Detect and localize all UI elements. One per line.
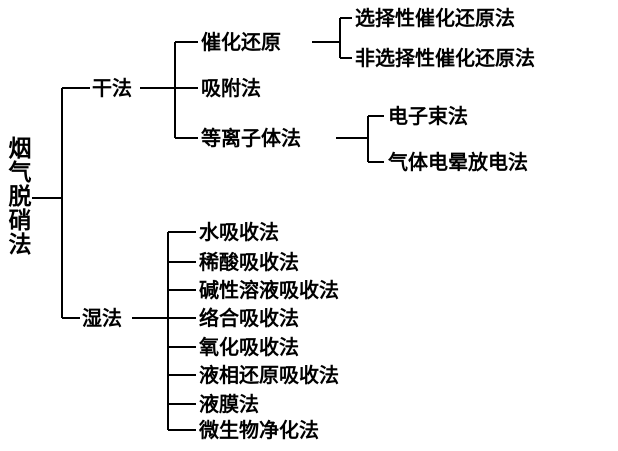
wet-child-8: 微生物净化法 bbox=[199, 418, 319, 442]
wet-child-6: 液相还原吸收法 bbox=[199, 363, 339, 387]
wet-method-label: 湿法 bbox=[82, 306, 122, 330]
nscr-label: 非选择性催化还原法 bbox=[355, 46, 535, 70]
root-label: 烟气脱硝法 bbox=[4, 136, 30, 256]
catalytic-reduction-label: 催化还原 bbox=[201, 30, 281, 54]
wet-child-5: 氧化吸收法 bbox=[199, 335, 299, 359]
wet-child-1: 水吸收法 bbox=[199, 220, 279, 244]
corona-discharge-label: 气体电晕放电法 bbox=[388, 150, 528, 174]
adsorption-label: 吸附法 bbox=[201, 76, 261, 100]
wet-child-3: 碱性溶液吸收法 bbox=[199, 278, 339, 302]
wet-child-2: 稀酸吸收法 bbox=[199, 250, 299, 274]
wet-child-4: 络合吸收法 bbox=[199, 306, 299, 330]
scr-label: 选择性催化还原法 bbox=[355, 6, 515, 30]
electron-beam-label: 电子束法 bbox=[388, 104, 468, 128]
dry-method-label: 干法 bbox=[92, 76, 132, 100]
wet-child-7: 液膜法 bbox=[199, 392, 259, 416]
plasma-label: 等离子体法 bbox=[201, 126, 301, 150]
